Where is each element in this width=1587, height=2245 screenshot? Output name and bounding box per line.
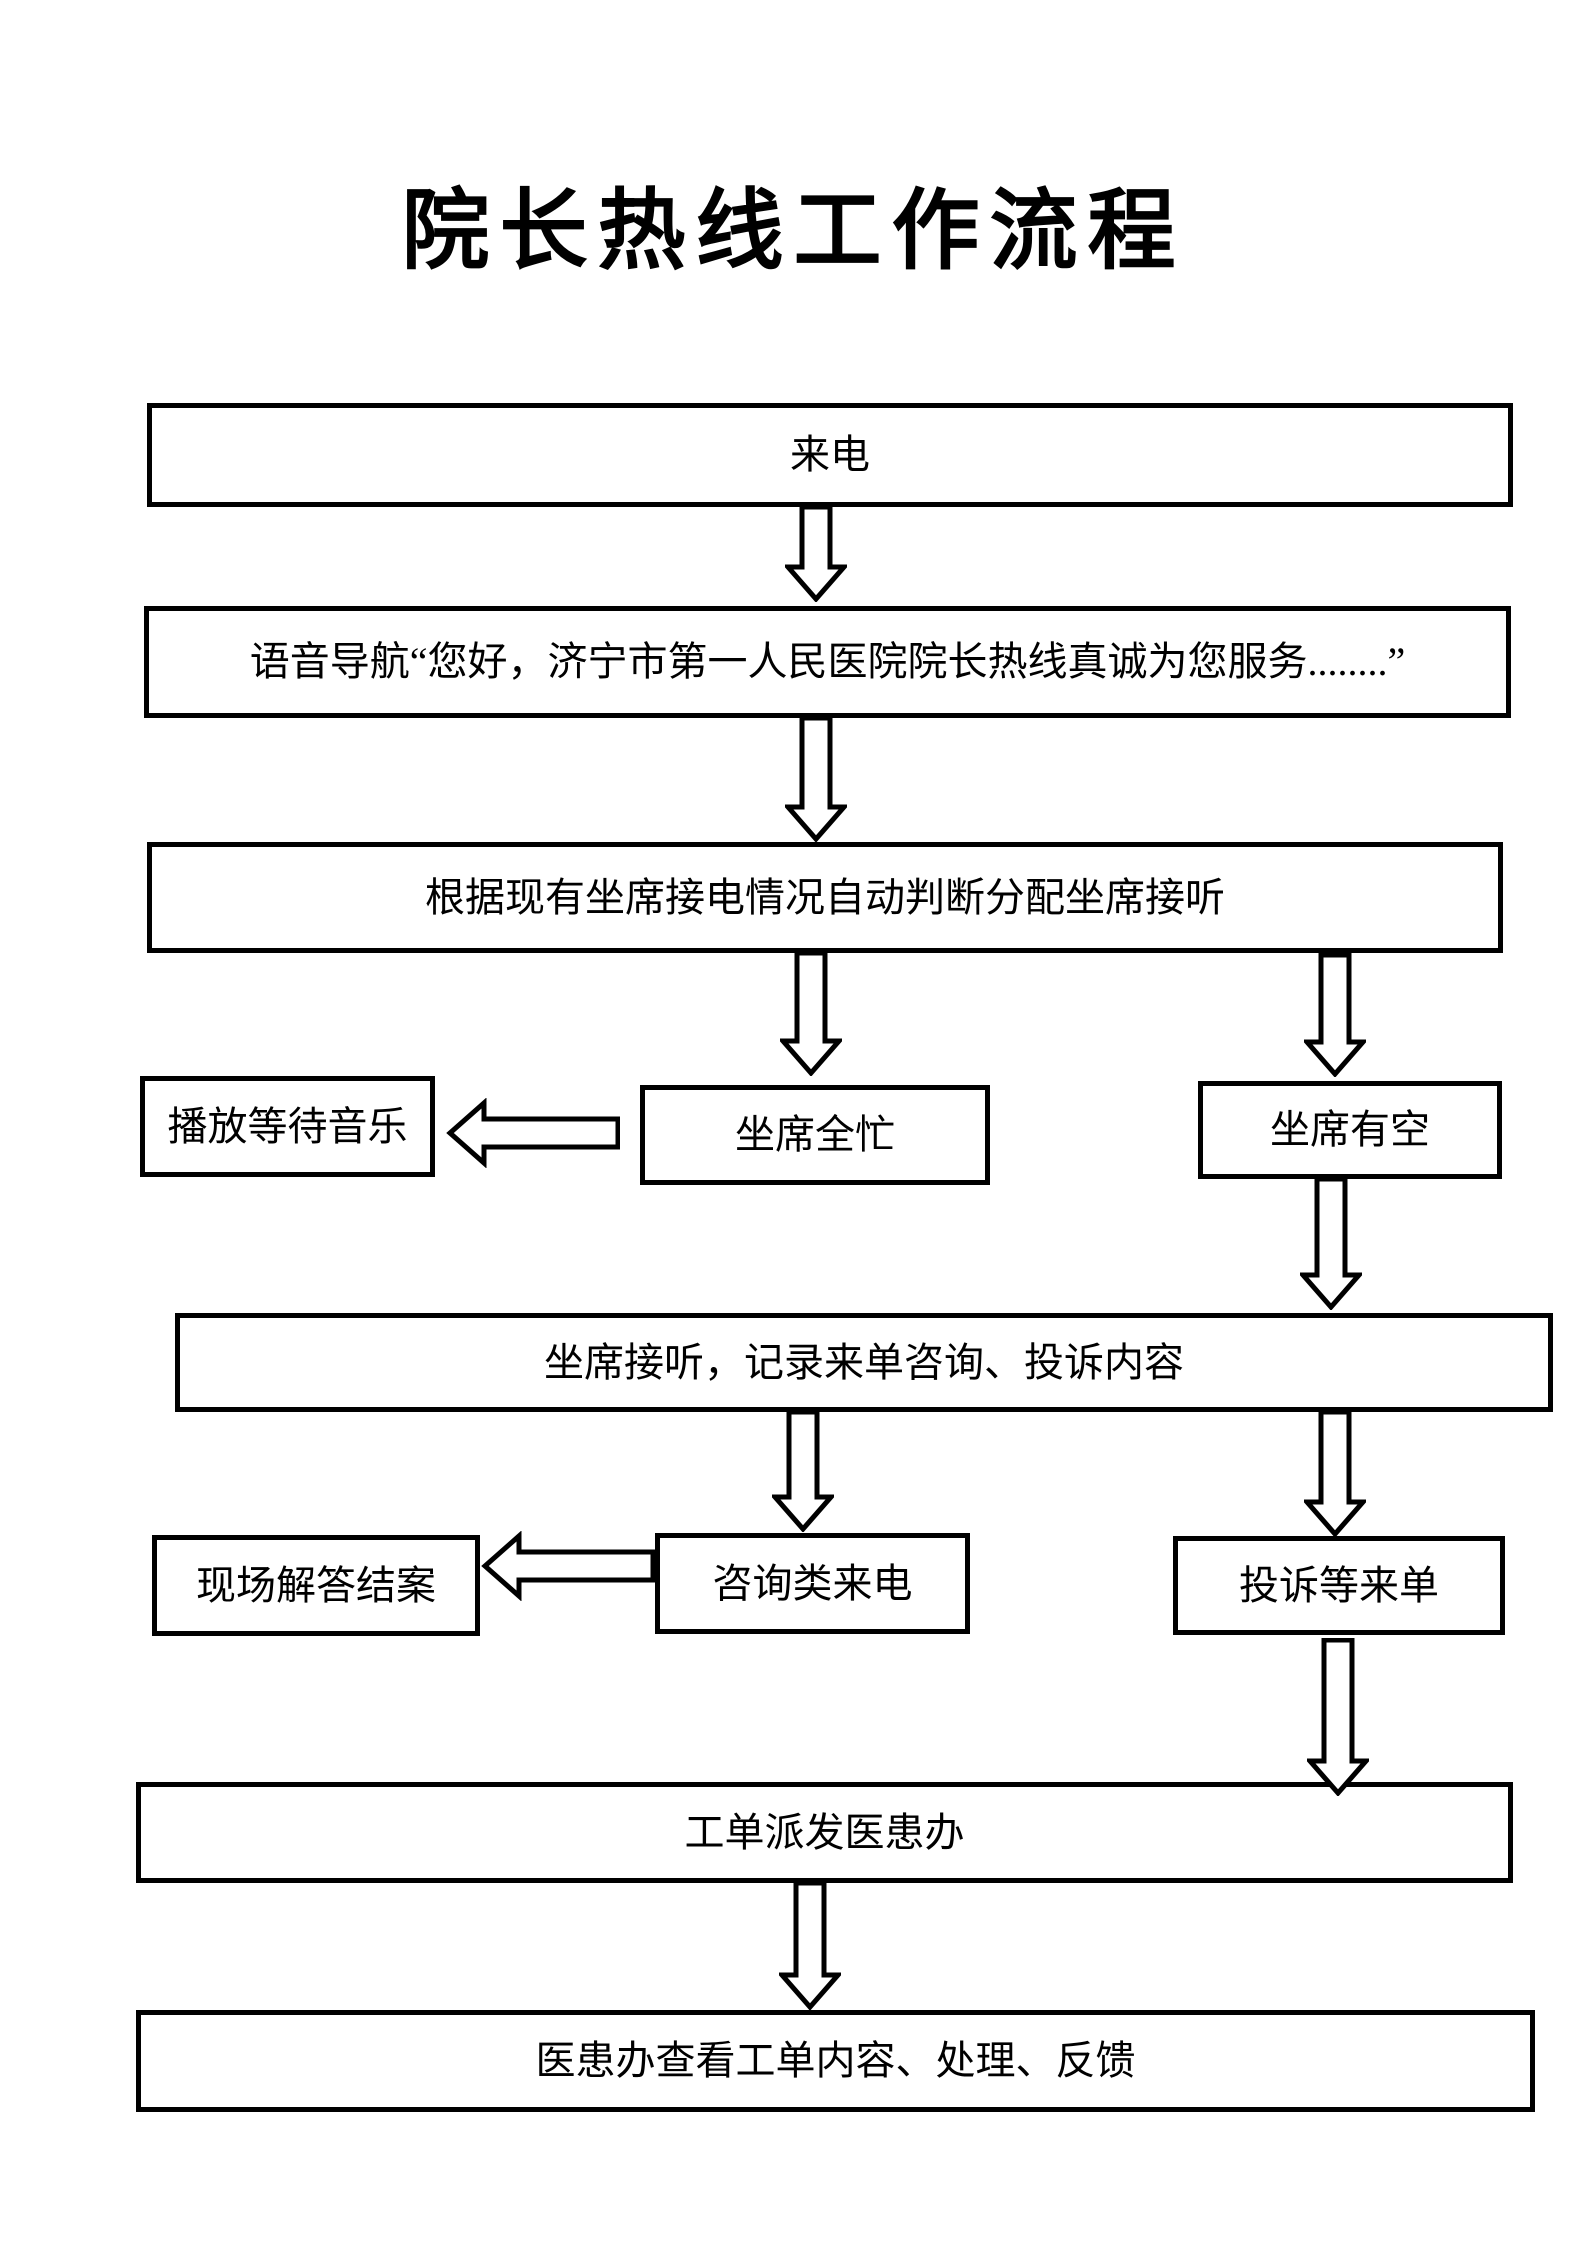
down-arrow-icon — [1304, 1410, 1366, 1537]
left-arrow-icon — [446, 1098, 620, 1168]
node-inquiry-call: 咨询类来电 — [655, 1533, 970, 1634]
node-play-waiting-music: 播放等待音乐 — [140, 1076, 435, 1177]
down-arrow-icon — [785, 716, 847, 842]
down-arrow-icon — [780, 951, 842, 1076]
down-arrow-icon — [779, 1881, 841, 2010]
node-agent-answer-record: 坐席接听，记录来单咨询、投诉内容 — [175, 1313, 1553, 1412]
node-agents-all-busy: 坐席全忙 — [640, 1085, 990, 1185]
node-complaint-order: 投诉等来单 — [1173, 1536, 1505, 1635]
node-dispatch-work-order: 工单派发医患办 — [136, 1782, 1513, 1883]
down-arrow-icon — [1304, 953, 1366, 1077]
page-title: 院长热线工作流程 — [401, 184, 1186, 281]
down-arrow-icon — [1300, 1177, 1362, 1310]
node-agents-available: 坐席有空 — [1198, 1081, 1502, 1179]
down-arrow-icon — [785, 505, 847, 602]
node-auto-assign: 根据现有坐席接电情况自动判断分配坐席接听 — [147, 842, 1503, 953]
node-office-review-feedback: 医患办查看工单内容、处理、反馈 — [136, 2010, 1535, 2112]
left-arrow-icon — [481, 1531, 655, 1601]
node-voice-navigation: 语音导航“您好，济宁市第一人民医院院长热线真诚为您服务........” — [144, 606, 1511, 718]
node-incoming-call: 来电 — [147, 403, 1513, 507]
node-onsite-resolution: 现场解答结案 — [152, 1535, 480, 1636]
down-arrow-icon — [772, 1410, 834, 1532]
down-arrow-icon — [1307, 1638, 1369, 1796]
